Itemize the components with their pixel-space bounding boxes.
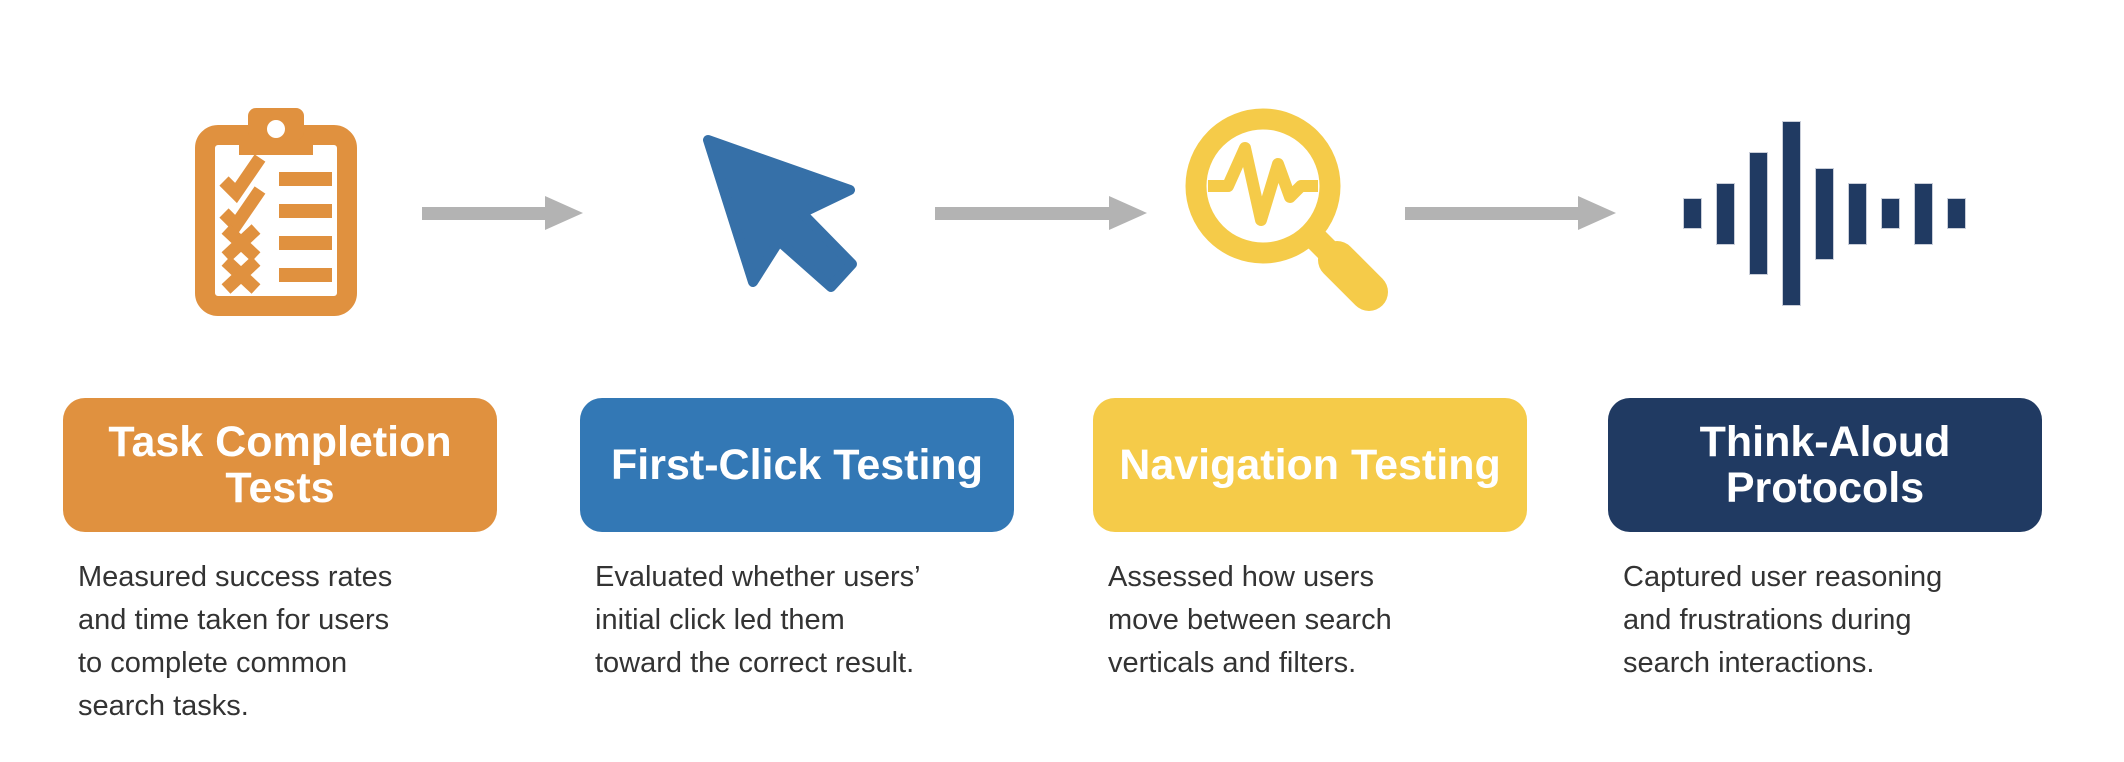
waveform-bar bbox=[1815, 167, 1834, 260]
title-box-navigation-testing: Navigation Testing bbox=[1093, 398, 1527, 532]
waveform-bar bbox=[1848, 182, 1867, 245]
waveform-bar bbox=[1947, 198, 1966, 229]
description-think-aloud-protocols: Captured user reasoning and frustrations… bbox=[1623, 561, 1943, 679]
title-box-first-click-testing: First-Click Testing bbox=[580, 398, 1014, 532]
description-task-completion-tests: Measured success rates and time taken fo… bbox=[78, 561, 393, 722]
description-navigation-testing: Assessed how users move between search v… bbox=[1108, 561, 1392, 679]
waveform-bar bbox=[1782, 121, 1801, 306]
waveform-bar bbox=[1914, 182, 1933, 245]
flow-arrow-icon bbox=[422, 196, 583, 230]
title-box-task-completion-tests: Task Completion Tests bbox=[63, 398, 497, 532]
title-box-think-aloud-protocols: Think-Aloud Protocols bbox=[1608, 398, 2042, 532]
title-label: Navigation Testing bbox=[1119, 441, 1501, 489]
title-label: Task Completion Tests bbox=[108, 418, 452, 512]
waveform-bar bbox=[1749, 152, 1768, 275]
title-label: First-Click Testing bbox=[611, 441, 983, 489]
waveform-bar bbox=[1716, 182, 1735, 245]
flow-arrow-icon bbox=[935, 196, 1147, 230]
magnifier-pulse-icon bbox=[1185, 108, 1388, 311]
waveform-bar bbox=[1683, 198, 1702, 229]
description-first-click-testing: Evaluated whether users’ initial click l… bbox=[595, 561, 921, 679]
flow-arrow-icon bbox=[1405, 196, 1616, 230]
cursor-arrow-icon bbox=[703, 135, 857, 292]
waveform-bar bbox=[1881, 198, 1900, 229]
clipboard-checklist-icon bbox=[195, 108, 357, 316]
audio-waveform-icon bbox=[1683, 121, 1966, 306]
title-label: Think-Aloud Protocols bbox=[1699, 418, 1951, 512]
